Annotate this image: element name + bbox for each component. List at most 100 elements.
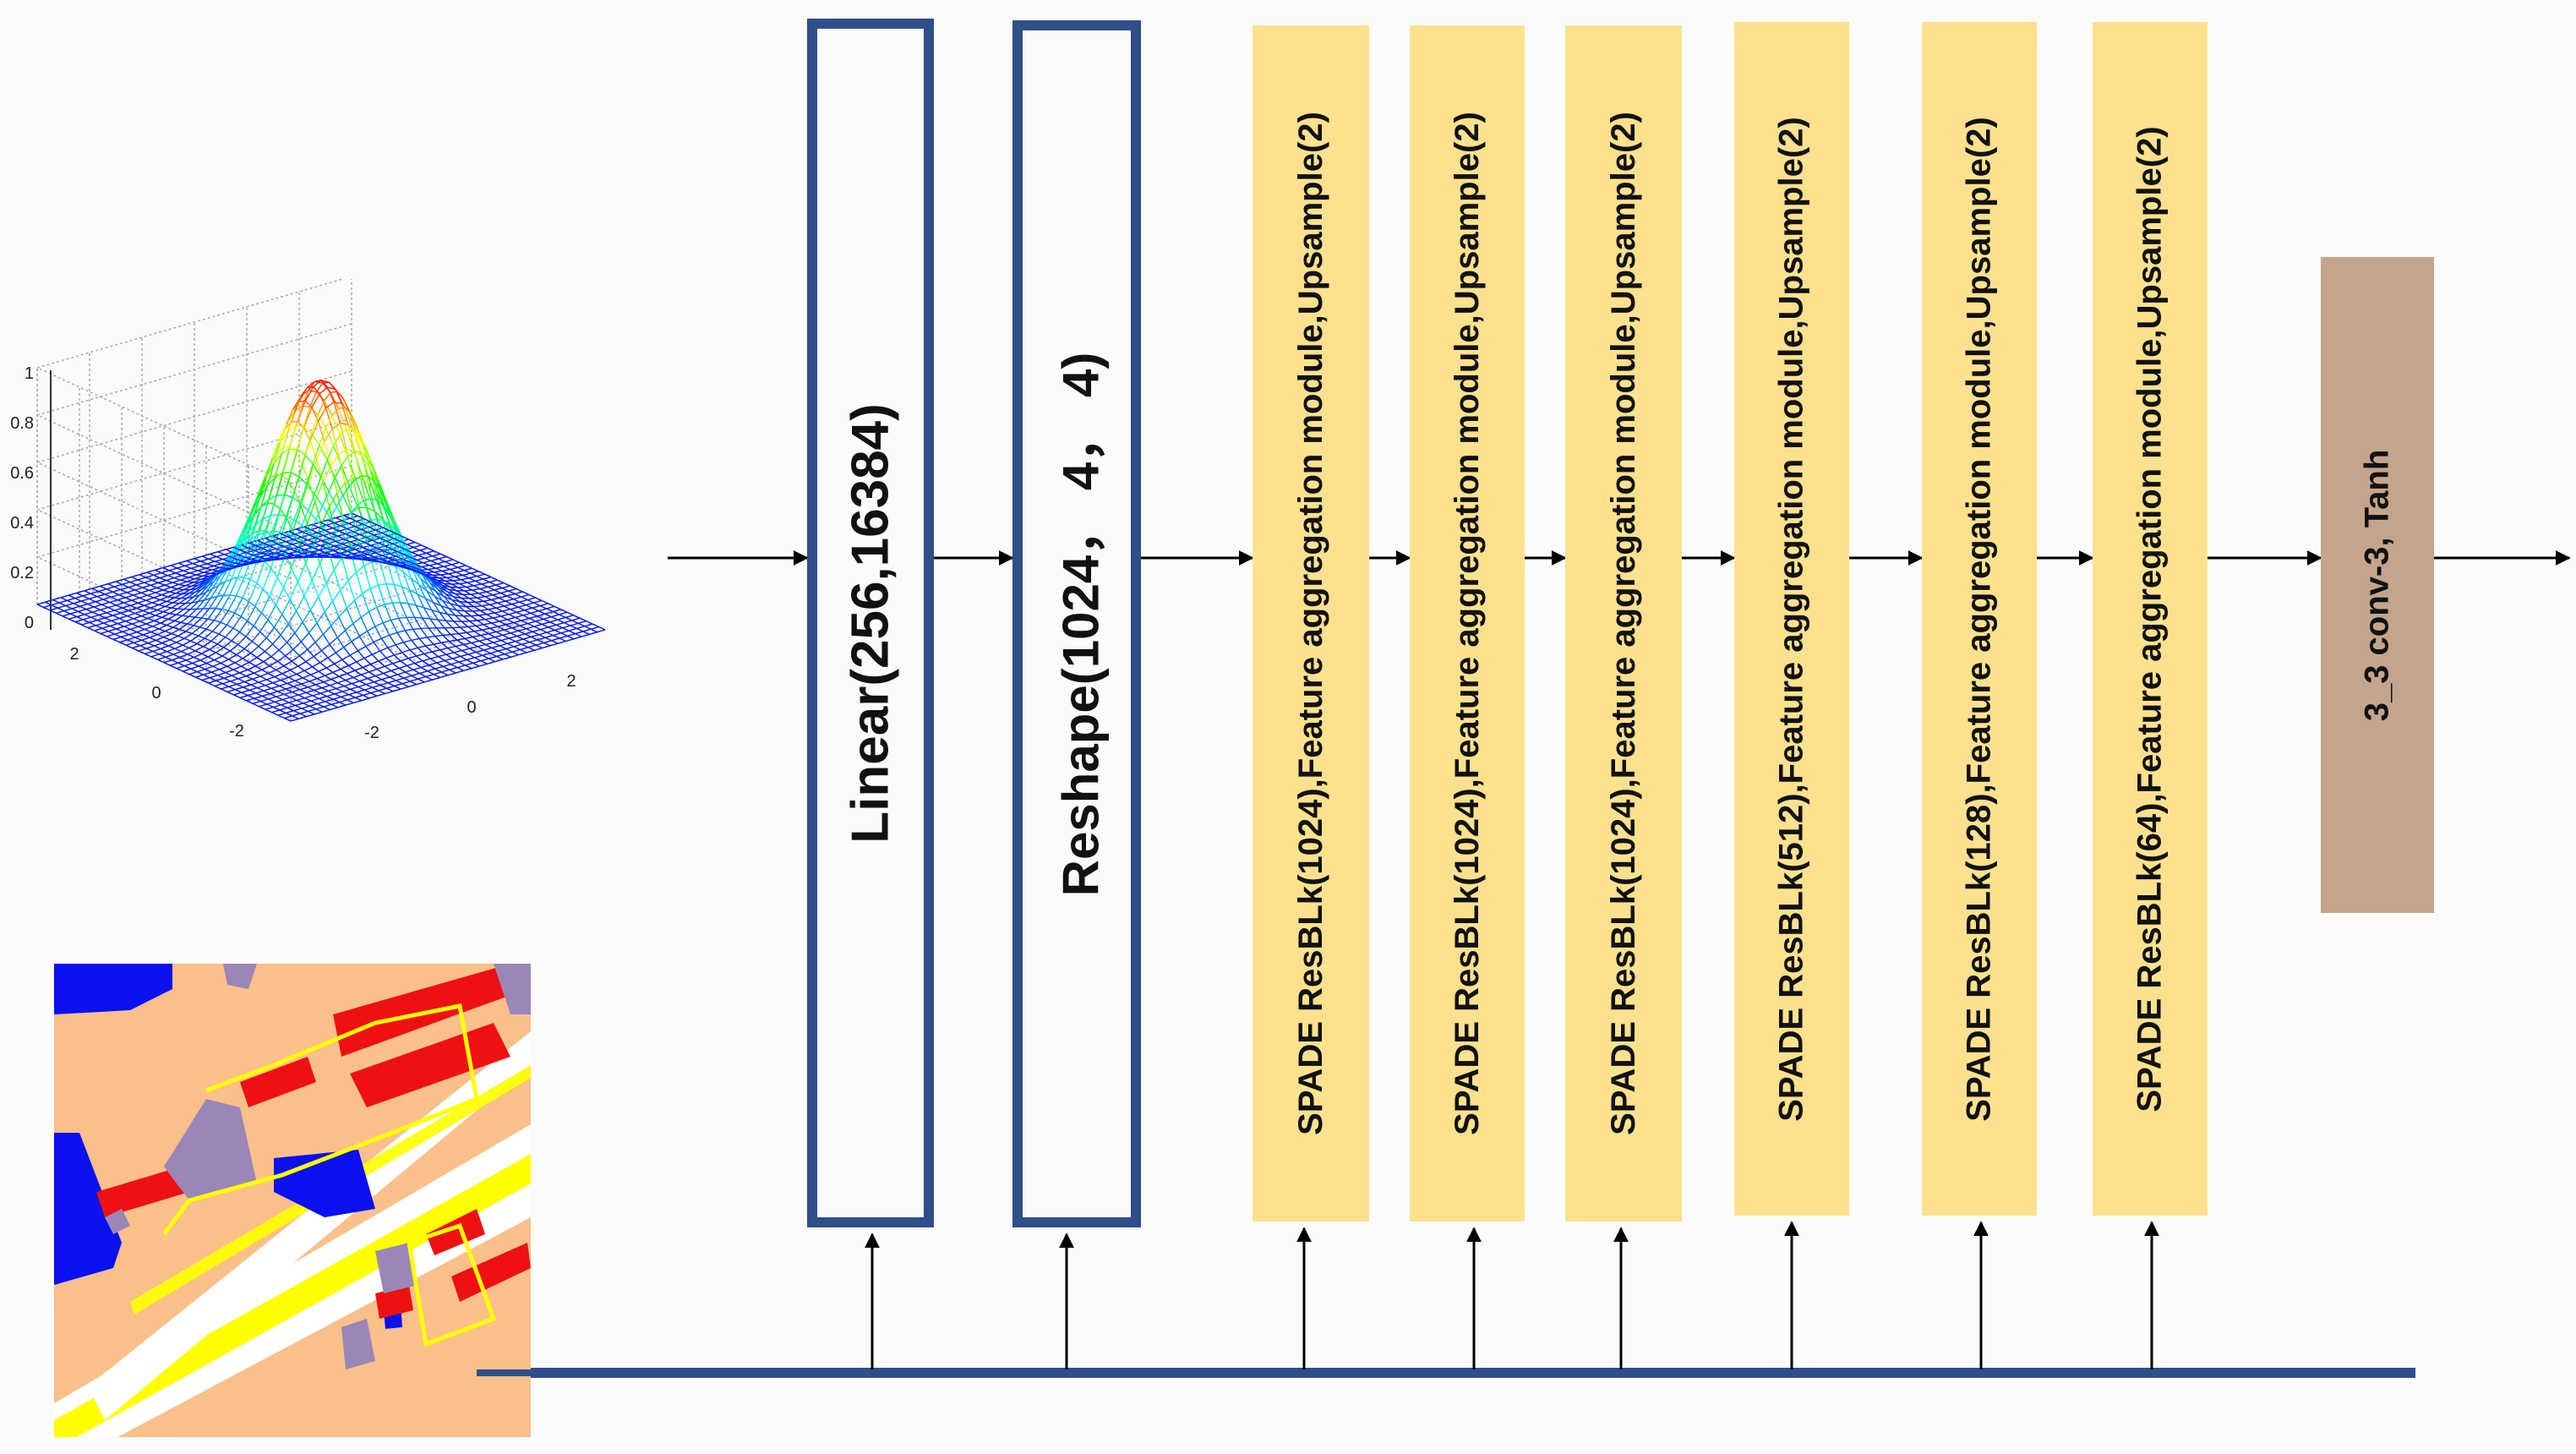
mesh-line (321, 650, 329, 659)
mesh-line (317, 400, 325, 415)
mesh-line (131, 623, 139, 627)
mesh-line (246, 525, 255, 534)
mesh-line (347, 670, 356, 675)
mesh-line (134, 639, 142, 643)
mesh-line (533, 599, 543, 604)
spade-block-label: SPADE ResBLk(128),Feature aggregation mo… (1960, 116, 1998, 1122)
mesh-line (187, 616, 196, 625)
mesh-line (390, 620, 398, 633)
mesh-line (306, 501, 316, 524)
mesh-line (396, 680, 403, 685)
mesh-line (368, 695, 378, 699)
mesh-line (474, 654, 483, 659)
mesh-line (555, 621, 565, 626)
mesh-line (123, 599, 133, 604)
mesh-line (281, 614, 289, 625)
mesh-line (244, 681, 252, 686)
mesh-line (391, 602, 400, 619)
mesh-line (350, 688, 357, 693)
mesh-line (357, 500, 364, 506)
mesh-line (267, 619, 276, 628)
mesh-line (314, 687, 323, 691)
mesh-line (482, 627, 490, 631)
mesh-line (90, 590, 99, 594)
mesh-line (301, 683, 308, 688)
mesh-line (438, 653, 447, 658)
mesh-line (454, 574, 463, 577)
mesh-line (316, 675, 325, 680)
mesh-line (489, 602, 498, 605)
mesh-line (267, 502, 275, 505)
mesh-line (352, 616, 362, 625)
mesh-line (524, 631, 533, 635)
mesh-line (153, 574, 161, 579)
mesh-line (106, 636, 114, 640)
mesh-line (449, 639, 457, 642)
mesh-line (287, 623, 296, 634)
mesh-line (344, 478, 353, 484)
mesh-line (279, 682, 288, 687)
mesh-line (393, 583, 402, 588)
mesh-line (139, 574, 146, 578)
mesh-line (293, 708, 303, 712)
mesh-line (319, 393, 327, 409)
mesh-line (344, 520, 353, 534)
mesh-line (94, 627, 102, 631)
mesh-line (109, 623, 118, 627)
mesh-line (160, 596, 169, 601)
mesh-line (500, 590, 509, 594)
mesh-line (268, 669, 276, 675)
mesh-line (418, 637, 428, 640)
mesh-line (237, 636, 247, 646)
mesh-line (339, 699, 348, 703)
mesh-line (392, 663, 400, 670)
mesh-line (375, 493, 385, 507)
mesh-line (518, 628, 527, 632)
mesh-line (298, 545, 307, 564)
mesh-line (499, 619, 508, 622)
mesh-line (156, 584, 166, 588)
mesh-line (385, 583, 393, 604)
mesh-line (477, 596, 485, 599)
mesh-line (307, 686, 314, 691)
mesh-line (439, 675, 449, 679)
mesh-line (343, 647, 351, 656)
mesh-line (584, 623, 593, 627)
mesh-line (497, 624, 506, 627)
mesh-line (308, 705, 316, 710)
mesh-line (498, 650, 505, 655)
mesh-line (158, 624, 167, 630)
mesh-line (315, 684, 323, 689)
mesh-line (374, 672, 384, 677)
mesh-line (353, 449, 363, 457)
mesh-line (398, 618, 406, 631)
mesh-line (492, 592, 501, 596)
mesh-line (273, 453, 282, 465)
mesh-line (159, 577, 166, 582)
mesh-line (104, 593, 112, 598)
mesh-line (275, 604, 283, 615)
mesh-line (530, 610, 539, 615)
mesh-line (301, 681, 310, 685)
mesh-line (464, 589, 472, 592)
mesh-line (376, 607, 384, 624)
mesh-line (417, 593, 425, 609)
mesh-line (418, 675, 427, 680)
mesh-line (265, 626, 276, 638)
mesh-line (458, 661, 466, 666)
mesh-line (171, 583, 179, 588)
mesh-line (409, 589, 418, 595)
mesh-line (144, 604, 151, 609)
mesh-line (74, 619, 84, 623)
mesh-line (461, 649, 469, 655)
mesh-line (128, 587, 135, 591)
mesh-line (266, 463, 275, 486)
mesh-line (538, 608, 547, 612)
mesh-line (276, 693, 285, 697)
mesh-line (182, 575, 189, 578)
mesh-line (330, 392, 340, 409)
mesh-line (130, 628, 138, 633)
mesh-line (385, 654, 395, 659)
mesh-line (269, 660, 278, 667)
mesh-line (227, 595, 237, 611)
